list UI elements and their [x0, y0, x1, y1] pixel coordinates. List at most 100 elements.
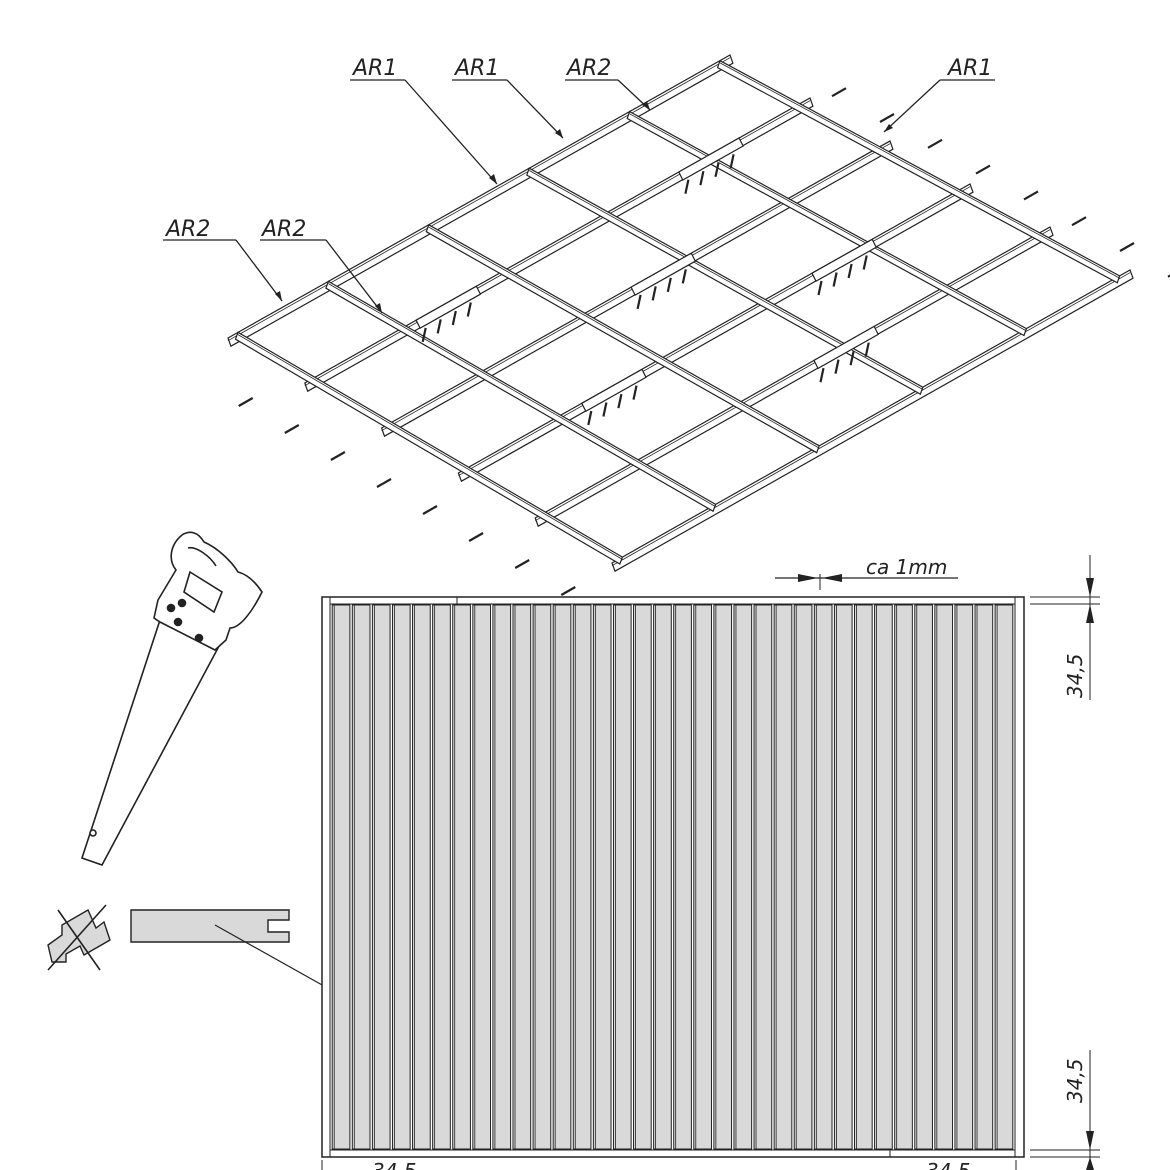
callout-label: AR2 [260, 217, 306, 242]
screw [681, 269, 687, 284]
deck-board [833, 604, 853, 1150]
screw [330, 451, 346, 461]
frame-joint-block [678, 137, 744, 181]
frame-cross-beam-edge [529, 170, 923, 390]
frame-callouts: AR1 AR1 AR2 AR1 AR2 [163, 56, 995, 314]
screw [975, 164, 991, 175]
callout-top-left-2: AR1 [452, 56, 564, 139]
deck-board [371, 604, 391, 1150]
board-cut-profile-icon [130, 909, 341, 996]
hand-saw-icon [80, 531, 263, 866]
deck-board [532, 604, 552, 1150]
frame-cross-beams [234, 59, 1121, 565]
frame-joint-blocks [415, 137, 879, 413]
screw [831, 87, 847, 98]
crossed-tongue-profile-icon [47, 904, 111, 971]
frame-rail [227, 54, 734, 348]
screw [862, 255, 868, 270]
deck-board [974, 604, 994, 1150]
screw [847, 263, 853, 279]
deck-board [572, 604, 592, 1150]
deck-board [994, 604, 1014, 1150]
screw [1119, 242, 1135, 252]
frame-rail-edge [535, 229, 1051, 522]
screw [602, 402, 608, 417]
dimension-text: 34,5 [372, 1159, 417, 1170]
screw [1023, 190, 1039, 201]
gap-note-text: ca 1mm [866, 555, 947, 579]
deck-board [853, 604, 873, 1150]
deck-board [612, 604, 632, 1150]
screw [376, 478, 392, 488]
screw [864, 342, 870, 357]
deck-board [331, 604, 351, 1150]
screw [632, 385, 638, 400]
deck-board [452, 604, 471, 1150]
callout-label: AR2 [164, 217, 210, 242]
callout-label: AR1 [453, 56, 499, 81]
dimension-text: 34,5 [926, 1159, 971, 1170]
deck-board [693, 604, 712, 1150]
isometric-frame [227, 54, 1170, 596]
screw [832, 272, 838, 287]
screw [422, 505, 438, 515]
deck-board [914, 604, 933, 1150]
screw [587, 410, 593, 426]
callout-top-left-1: AR1 [350, 56, 498, 185]
dimension-text: 34,5 [1063, 1058, 1087, 1103]
screw [666, 277, 672, 293]
screw [651, 286, 657, 301]
deck-board [391, 604, 411, 1150]
callout-label: AR1 [351, 56, 397, 81]
deck-board [412, 604, 431, 1150]
frame-cross-beam [425, 223, 820, 454]
frame-cross-beam [234, 331, 624, 565]
deck-board [673, 604, 692, 1150]
screw [817, 280, 823, 296]
deck-board [934, 604, 954, 1150]
deck-board [592, 604, 612, 1150]
deck-board [713, 604, 733, 1150]
screw [238, 397, 254, 407]
screw [927, 138, 943, 149]
deck-board [432, 604, 451, 1150]
frame-cross-beam [626, 110, 1028, 337]
deck-board [552, 604, 572, 1150]
callout-top-right: AR1 [883, 56, 995, 133]
screw [834, 359, 840, 374]
deck-board [472, 604, 492, 1150]
frame-joint-block [630, 252, 697, 296]
screw [879, 113, 895, 123]
deck-board [793, 604, 813, 1150]
frame-joint-block [813, 325, 879, 370]
callout-mid-left-2: AR2 [260, 217, 383, 314]
deck-board [351, 604, 371, 1150]
screw [617, 393, 623, 409]
screw [514, 559, 530, 569]
deck-board [633, 604, 652, 1150]
frame-cross-beam-edge [428, 226, 820, 449]
screw [284, 424, 300, 434]
frame-cross-beam-edge [328, 283, 716, 507]
deck-board [512, 604, 532, 1150]
gap-annotation: ca 1mm [775, 555, 958, 590]
dimension-bottom-right: 34,5 [1030, 1050, 1100, 1170]
screw [636, 294, 642, 310]
dimension-text: 34,5 [1063, 653, 1087, 698]
screw [684, 179, 690, 194]
screw [699, 170, 705, 186]
dimension-top-right: 34,5 [1030, 555, 1100, 700]
screw [849, 350, 855, 366]
screw [714, 162, 720, 178]
frame-joint-block [415, 285, 482, 330]
frame-rail-edge [227, 57, 731, 342]
screw [729, 154, 735, 169]
frame-rail [611, 269, 1134, 573]
deck-plan-view: ca 1mm 34,5 34,5 34,5 34,5 [321, 555, 1100, 1170]
deck-board [733, 604, 753, 1150]
frame-screws [238, 87, 1170, 596]
screw [436, 319, 442, 334]
callout-label: AR2 [565, 56, 611, 81]
deck-boards [331, 604, 1014, 1150]
